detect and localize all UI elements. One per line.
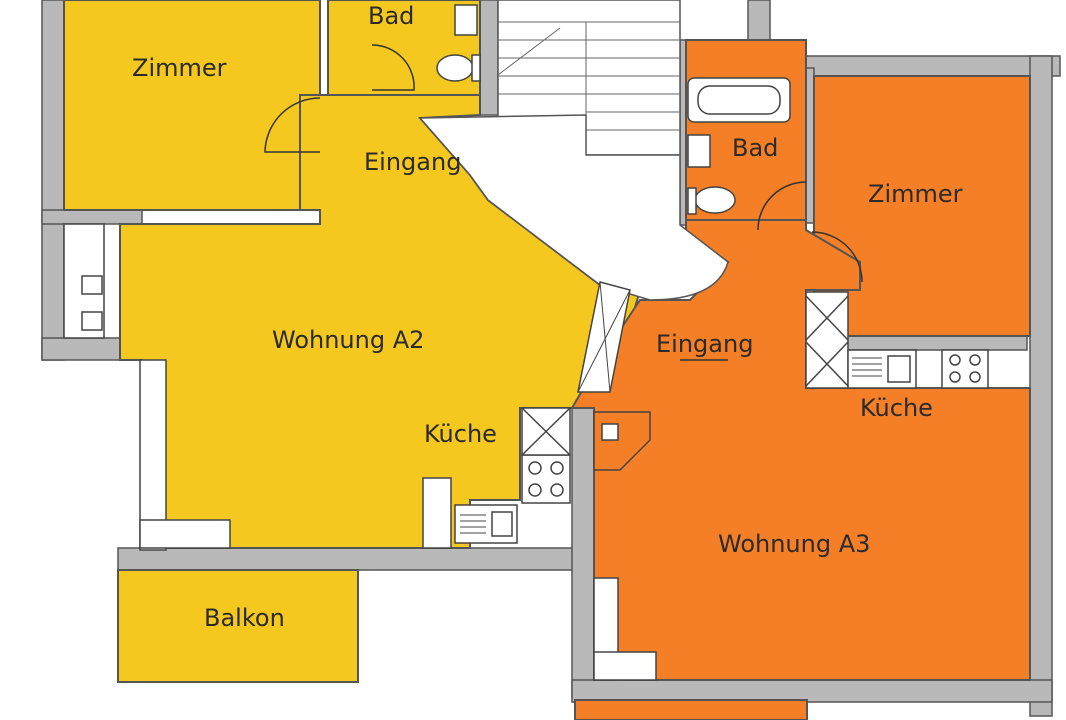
a2-kueche-label: Küche (424, 420, 497, 448)
a3-eingang-label: Eingang (656, 330, 753, 358)
a3-bad-label: Bad (732, 134, 778, 162)
a3-stove (941, 349, 989, 389)
a3-toilet (694, 186, 736, 214)
a2-washbasin (454, 4, 478, 36)
a2-zimmer-room (63, 0, 321, 211)
a2-bad-label: Bad (368, 2, 414, 30)
fixtures (63, 4, 989, 681)
a2-balkon (117, 569, 359, 683)
a3-fridge (805, 291, 849, 389)
doors (264, 44, 863, 361)
a3-wohnung-label: Wohnung A3 (718, 530, 870, 558)
a2-stove (521, 454, 571, 504)
a2-eingang-label: Eingang (364, 148, 461, 176)
apartment-a3 (570, 39, 1031, 720)
staircase (418, 0, 729, 301)
a3-washbasin (687, 134, 711, 168)
a3-zimmer-room (813, 75, 1031, 337)
a2-toilet (436, 54, 474, 82)
a2-zimmer-label: Zimmer (132, 54, 227, 82)
a3-kueche-label: Küche (860, 394, 933, 422)
a2-wohnung-label: Wohnung A2 (272, 326, 424, 354)
a3-zimmer-label: Zimmer (868, 180, 963, 208)
a2-balkon-label: Balkon (204, 604, 285, 632)
labels: Zimmer Bad Eingang Wohnung A2 Küche Balk… (132, 2, 963, 632)
